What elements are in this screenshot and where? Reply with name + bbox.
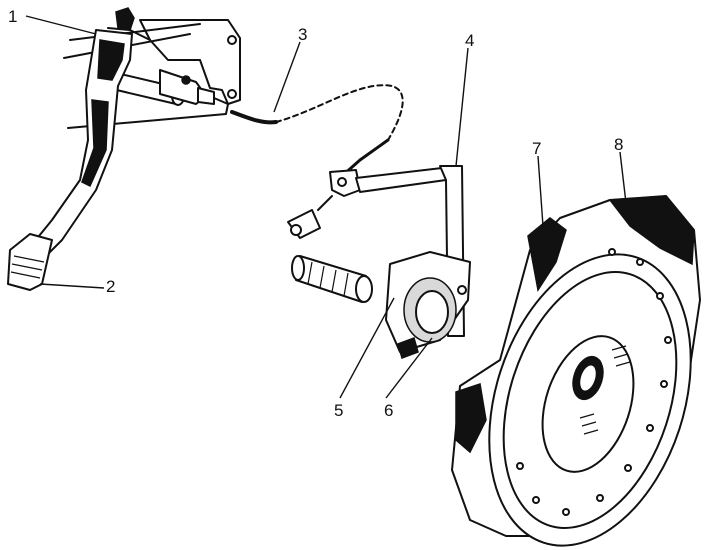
pedal-bracket [63,7,241,105]
disc-rivets [516,248,672,516]
cable-clevis [67,69,229,129]
callout-5: 5 [334,401,343,420]
leader-lines [25,15,629,399]
clutch-disc [488,248,692,547]
release-bearing [385,251,471,359]
guide-sleeve [291,255,373,303]
clutch-pedal [7,29,133,291]
callout-4: 4 [465,31,474,50]
callout-3: 3 [298,25,307,44]
callout-1: 1 [8,7,17,26]
callout-6: 6 [384,401,393,420]
callout-labels: 1 2 3 4 5 6 7 8 [8,7,623,420]
clutch-cable [230,84,404,178]
callout-7: 7 [532,139,541,158]
callout-8: 8 [614,135,623,154]
callout-2: 2 [106,277,115,296]
